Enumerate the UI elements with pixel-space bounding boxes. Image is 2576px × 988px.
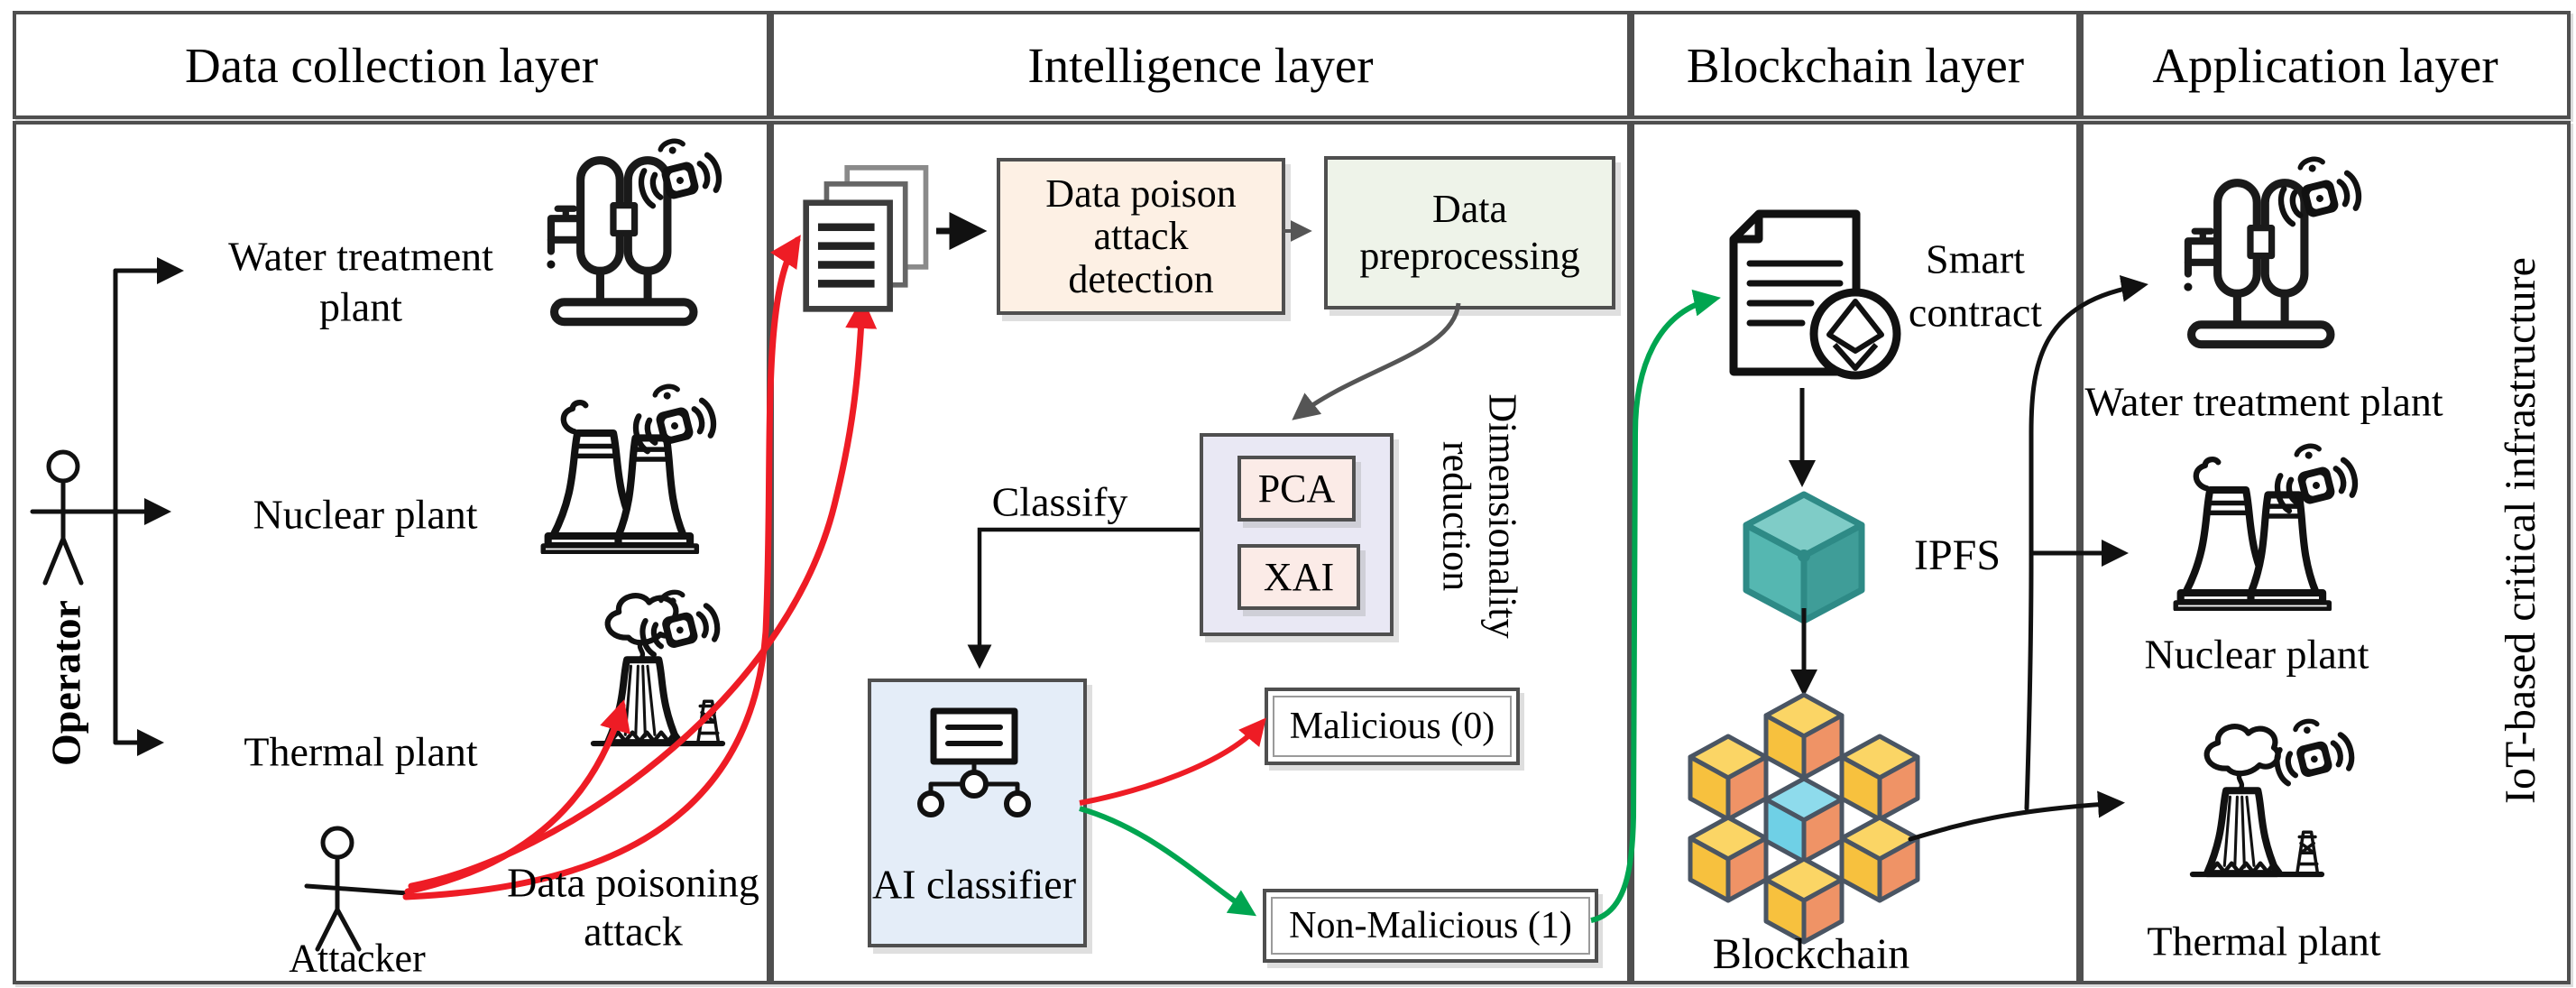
non-malicious-output-box: Non-Malicious (1)	[1263, 889, 1598, 963]
detection-line: Data poison	[1045, 171, 1237, 217]
water-plant-label-line1: Water treatment	[228, 233, 493, 280]
ipfs-label: IPFS	[1913, 531, 2001, 580]
smart-contract-label-line2: contract	[1908, 289, 2043, 336]
malicious-output-box: Malicious (0)	[1265, 688, 1520, 765]
xai-label: XAI	[1263, 555, 1335, 599]
header-intelligence-layer: Intelligence layer	[770, 11, 1631, 119]
data-preprocessing-box: Data preprocessing	[1324, 156, 1615, 309]
header-data-collection-layer: Data collection layer	[13, 11, 770, 119]
header-blockchain-layer: Blockchain layer	[1631, 11, 2080, 119]
ai-classifier-label: AI classifier	[871, 861, 1077, 908]
blockchain-label: Blockchain	[1712, 930, 1910, 979]
header-label: Intelligence layer	[1027, 37, 1374, 93]
header-label: Application layer	[2152, 37, 2498, 93]
app-water-plant-label: Water treatment plant	[2084, 378, 2443, 425]
smart-contract-label-line1: Smart	[1926, 235, 2025, 282]
header-label: Data collection layer	[184, 37, 599, 93]
malicious-label: Malicious (0)	[1289, 706, 1495, 747]
nuclear-plant-label: Nuclear plant	[253, 491, 478, 538]
thermal-plant-label: Thermal plant	[244, 728, 478, 775]
dimensionality-reduction-label: Dimensionality reduction	[1433, 393, 1525, 639]
preprocessing-line: Data	[1431, 187, 1508, 232]
header-label: Blockchain layer	[1686, 37, 2025, 93]
dimensionality-line2: reduction	[1435, 440, 1479, 592]
data-poisoning-label-line2: attack	[584, 908, 683, 955]
pca-box: PCA	[1237, 456, 1356, 522]
data-poison-attack-detection-box: Data poison attack detection	[997, 158, 1285, 315]
app-thermal-plant-label: Thermal plant	[2147, 918, 2381, 965]
non-malicious-label: Non-Malicious (1)	[1289, 905, 1572, 946]
xai-box: XAI	[1237, 544, 1360, 610]
operator-label: Operator	[42, 600, 89, 766]
pca-label: PCA	[1257, 466, 1336, 511]
app-nuclear-plant-label: Nuclear plant	[2144, 631, 2369, 678]
preprocessing-line: preprocessing	[1359, 234, 1580, 278]
dimensionality-line1: Dimensionality	[1480, 393, 1525, 639]
detection-line: detection	[1068, 256, 1214, 301]
classify-label: Classify	[991, 478, 1128, 525]
data-poisoning-label-line1: Data poisoning	[507, 859, 759, 906]
detection-line: attack	[1093, 214, 1189, 259]
header-application-layer: Application layer	[2080, 11, 2571, 119]
iot-infrastructure-side-label: IoT-based critical infrastructure	[2497, 257, 2545, 804]
water-plant-label-line2: plant	[319, 283, 402, 330]
attacker-label: Attacker	[289, 936, 426, 981]
